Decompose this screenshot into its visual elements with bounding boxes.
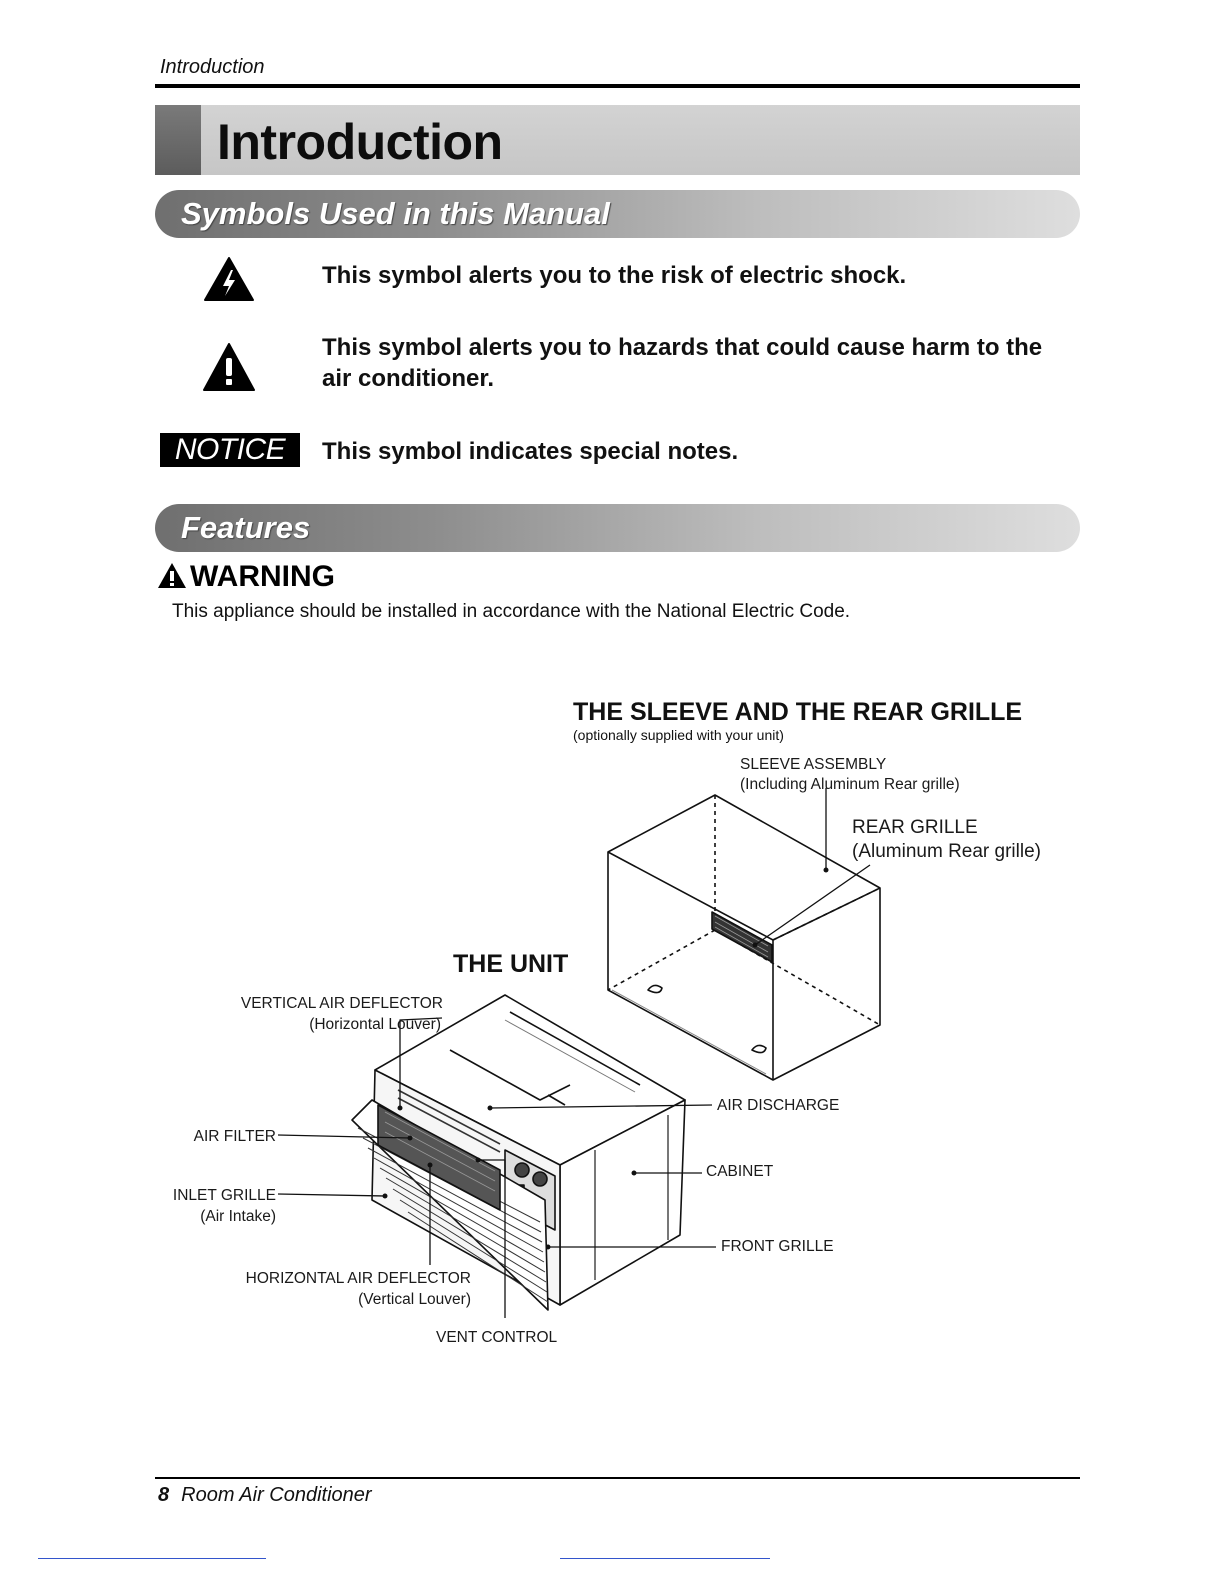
- label-inlet-grille-note: (Air Intake): [200, 1208, 276, 1225]
- page-title-band: Introduction: [155, 105, 1080, 175]
- footer: 8 Room Air Conditioner: [158, 1484, 372, 1507]
- section-header-features: Features: [155, 504, 1080, 552]
- edge-mark: [38, 1558, 146, 1559]
- label-horizontal-deflector-note: (Vertical Louver): [358, 1291, 471, 1308]
- leader-vertical-deflector: [399, 1017, 443, 1108]
- label-rear-grille: REAR GRILLE: [852, 817, 978, 838]
- label-vertical-deflector-note: (Horizontal Louver): [309, 1016, 441, 1033]
- label-vertical-deflector: VERTICAL AIR DEFLECTOR: [240, 995, 443, 1012]
- edge-mark: [560, 1558, 770, 1559]
- unit-illustration: [351, 994, 686, 1311]
- leader-rear-grille: [754, 864, 871, 946]
- label-air-discharge: AIR DISCHARGE: [717, 1097, 840, 1114]
- header-rule: [155, 84, 1080, 88]
- warning-label: WARNING: [190, 560, 335, 593]
- leader-vent-control: [478, 1159, 506, 1318]
- label-air-filter: AIR FILTER: [193, 1128, 276, 1145]
- leader-air-filter: [277, 1134, 411, 1139]
- footer-rule: [155, 1477, 1080, 1479]
- notice-badge: NOTICE: [160, 433, 300, 467]
- label-rear-grille-note: (Aluminum Rear grille): [852, 841, 1041, 862]
- symbol-text-shock: This symbol alerts you to the risk of el…: [322, 262, 907, 289]
- page-number: 8: [158, 1484, 170, 1506]
- warning-text: This appliance should be installed in ac…: [172, 601, 851, 622]
- title-marker: [155, 105, 201, 175]
- sleeve-subtitle: (optionally supplied with your unit): [573, 727, 784, 743]
- page-title: Introduction: [217, 114, 503, 170]
- footer-title: Room Air Conditioner: [181, 1484, 372, 1506]
- section-title-features: Features: [181, 510, 311, 545]
- hazard-warning-icon: [203, 343, 255, 391]
- section-header-symbols: Symbols Used in this Manual: [155, 190, 1080, 238]
- electric-shock-warning-icon: [204, 257, 254, 301]
- label-cabinet: CABINET: [706, 1163, 774, 1180]
- label-horizontal-deflector: HORIZONTAL AIR DEFLECTOR: [245, 1270, 471, 1287]
- running-head: Introduction: [160, 56, 265, 78]
- edge-mark: [128, 1558, 266, 1559]
- label-vent-control: VENT CONTROL: [436, 1329, 558, 1346]
- section-title-symbols: Symbols Used in this Manual: [181, 196, 610, 231]
- symbol-text-notice: This symbol indicates special notes.: [322, 438, 739, 465]
- label-inlet-grille: INLET GRILLE: [172, 1187, 276, 1204]
- leader-air-discharge: [489, 1104, 713, 1109]
- unit-title: THE UNIT: [453, 950, 569, 978]
- sleeve-assembly-illustration: [607, 794, 881, 1081]
- sleeve-title: THE SLEEVE AND THE REAR GRILLE: [573, 698, 1023, 726]
- label-sleeve-assembly: SLEEVE ASSEMBLY: [740, 756, 887, 773]
- label-front-grille: FRONT GRILLE: [721, 1238, 834, 1255]
- leader-inlet-grille: [277, 1193, 386, 1197]
- symbol-text-hazard: This symbol alerts you to hazards that c…: [322, 334, 1043, 392]
- label-sleeve-assembly-note: (Including Aluminum Rear grille): [740, 776, 960, 793]
- warning-icon: [158, 563, 186, 588]
- warning-heading: WARNING: [157, 560, 335, 594]
